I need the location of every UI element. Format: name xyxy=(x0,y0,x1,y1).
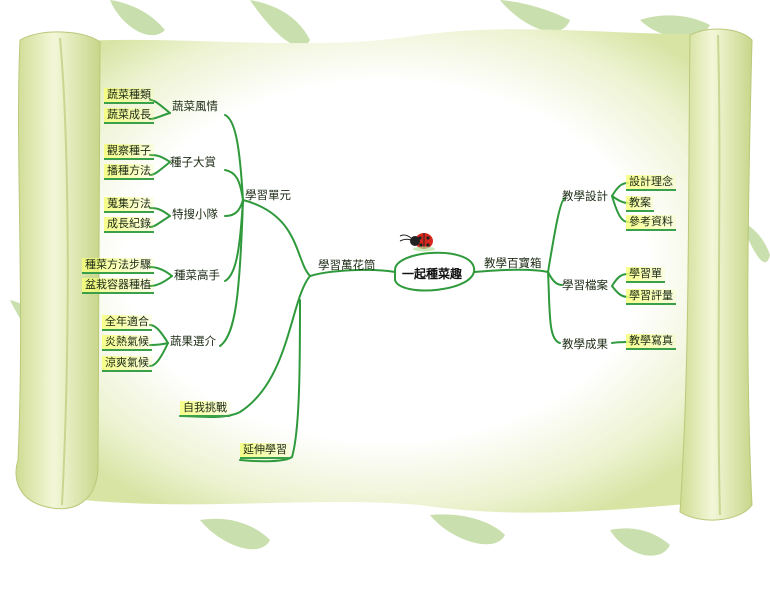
leaf-teaching-photos[interactable]: 教學寫真 xyxy=(626,334,676,350)
group-teaching-results[interactable]: 教學成果 xyxy=(562,337,608,351)
learning-units-node[interactable]: 學習單元 xyxy=(245,188,291,202)
leaf-vegetable-growth[interactable]: 蔬菜成長 xyxy=(104,108,154,124)
leaf-collect-method[interactable]: 蒐集方法 xyxy=(104,197,154,213)
extended-learning-link[interactable]: 延伸學習 xyxy=(240,443,290,459)
leaf-cool-climate[interactable]: 涼爽氣候 xyxy=(102,356,152,372)
leaf-all-year[interactable]: 全年適合 xyxy=(102,315,152,331)
group-planting-expert[interactable]: 種菜高手 xyxy=(174,268,220,282)
group-fruit-veg-intro[interactable]: 蔬果選介 xyxy=(170,334,216,348)
group-teaching-design[interactable]: 教學設計 xyxy=(562,189,608,203)
leaf-growth-record[interactable]: 成長紀錄 xyxy=(104,217,154,233)
leaf-hot-climate[interactable]: 炎熱氣候 xyxy=(102,335,152,351)
leaf-planting-steps[interactable]: 種菜方法步驟 xyxy=(82,258,154,274)
leaf-reference[interactable]: 參考資料 xyxy=(626,215,676,231)
leaf-assessment[interactable]: 學習評量 xyxy=(626,289,676,305)
group-search-team[interactable]: 特搜小隊 xyxy=(172,207,218,221)
leaf-sowing-method[interactable]: 播種方法 xyxy=(104,164,154,180)
leaf-observe-seeds[interactable]: 觀察種子 xyxy=(104,144,154,160)
right-main-topic[interactable]: 教學百寶箱 xyxy=(484,256,542,270)
leaf-worksheet[interactable]: 學習單 xyxy=(626,267,665,283)
center-topic[interactable]: 一起種菜趣 xyxy=(401,266,462,281)
self-challenge-link[interactable]: 自我挑戰 xyxy=(180,401,230,417)
group-vegetable-style[interactable]: 蔬菜風情 xyxy=(172,99,218,113)
left-main-topic[interactable]: 學習萬花筒 xyxy=(318,258,376,272)
leaf-container-planting[interactable]: 盆栽容器種植 xyxy=(82,278,154,294)
group-seed-award[interactable]: 種子大賞 xyxy=(170,155,216,169)
ladybug-icon xyxy=(399,233,435,252)
leaf-vegetable-types[interactable]: 蔬菜種類 xyxy=(104,88,154,104)
leaf-design-concept[interactable]: 設計理念 xyxy=(626,175,676,191)
leaf-lesson-plan[interactable]: 教案 xyxy=(626,196,654,212)
group-learning-portfolio[interactable]: 學習檔案 xyxy=(562,278,608,292)
